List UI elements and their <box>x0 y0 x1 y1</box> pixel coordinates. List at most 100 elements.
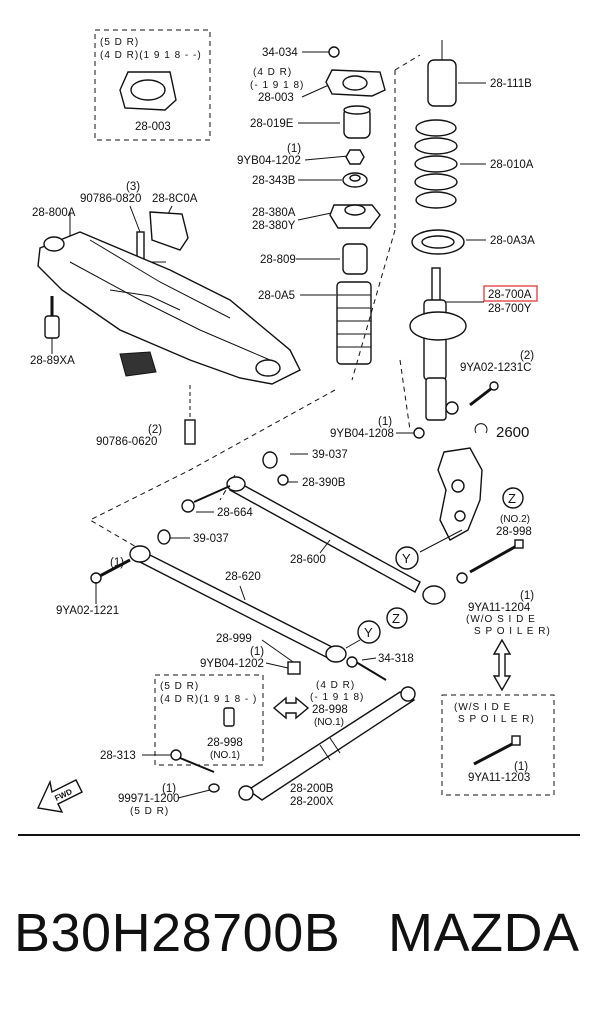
callout-z-letter: Z <box>392 611 400 626</box>
bolt-part <box>456 539 524 584</box>
label-99971-1200: 99971-1200 <box>118 793 179 805</box>
label-spoiler: S P O I L E R) <box>474 626 551 637</box>
inset-box-5dr <box>154 674 264 766</box>
label-28-019e: 28-019E <box>250 118 294 130</box>
callout-y-letter: Y <box>402 551 411 566</box>
bolt-part <box>90 558 131 584</box>
callout-z-letter: Z <box>508 491 516 506</box>
inset-box-w-side <box>441 694 555 796</box>
nut-part <box>287 661 301 675</box>
inset-label-5dr: (5 D R) <box>100 37 139 48</box>
coil-spring-part <box>414 119 458 209</box>
nut-part <box>328 46 340 58</box>
label-28-800a: 28-800A <box>32 207 76 219</box>
label-28-998: 28-998 <box>312 704 348 716</box>
label-no1: (NO.1) <box>210 750 240 761</box>
callout-y: Y <box>357 620 381 644</box>
nut-part <box>345 149 365 165</box>
bolt-part <box>181 485 231 513</box>
label-39-037: 39-037 <box>193 533 229 545</box>
label-qty-1: (1) <box>250 646 264 658</box>
bolt-part <box>223 707 235 727</box>
callout-y-letter: Y <box>364 625 373 640</box>
label-5dr: (5 D R) <box>130 806 169 817</box>
dust-boot-part <box>336 281 372 365</box>
callout-z: Z <box>386 607 408 629</box>
label-28-003: 28-003 <box>258 92 294 104</box>
label-28-313: 28-313 <box>100 750 136 762</box>
label-90786-0620: 90786-0620 <box>96 436 157 448</box>
label-1918: (- 1 9 1 8) <box>310 692 364 703</box>
label-28-700y: 28-700Y <box>488 303 532 315</box>
label-90786-0820: 90786-0820 <box>80 193 141 205</box>
double-arrow-icon <box>272 696 310 720</box>
trailing-link-part <box>238 686 416 801</box>
label-qty-2: (2) <box>520 350 534 362</box>
nut-part <box>413 427 425 439</box>
lateral-link-lower-part <box>129 545 347 663</box>
lateral-link-upper-part <box>226 476 446 605</box>
label-28-600: 28-600 <box>290 554 326 566</box>
washer-part <box>262 451 278 469</box>
parts-diagram: (5 D R) (4 D R)(1 9 1 8 - -) 28-003 34-0… <box>18 29 580 836</box>
bracket-part <box>149 211 189 251</box>
label-qty-3: (3) <box>126 181 140 193</box>
label-4dr: (4 D R) <box>253 67 292 78</box>
label-no1: (NO.1) <box>314 717 344 728</box>
inset-label-4dr: (4 D R)(1 9 1 8 - -) <box>100 50 202 61</box>
label-no2: (NO.2) <box>500 514 530 525</box>
label-9ya11-1204: 9YA11-1204 <box>468 602 531 614</box>
subframe-part <box>37 231 301 385</box>
washer-part <box>342 172 368 188</box>
label-5dr: (5 D R) <box>160 681 199 692</box>
top-mount-part <box>325 69 386 97</box>
label-28-620: 28-620 <box>225 571 261 583</box>
bolt-part <box>469 381 499 407</box>
brand-name: MAZDA <box>388 903 580 963</box>
label-4dr-1918: (4 D R)(1 9 1 8 - ) <box>160 694 257 705</box>
bolt-part <box>170 749 215 773</box>
bump-stop-part <box>342 243 368 275</box>
label-28-999: 28-999 <box>216 633 252 645</box>
label-spoiler: S P O I L E R) <box>458 714 535 725</box>
washer-part <box>157 529 171 545</box>
label-28-998: 28-998 <box>207 737 243 749</box>
label-28-8c0a: 28-8C0A <box>152 193 198 205</box>
label-28-0a5: 28-0A5 <box>258 290 295 302</box>
label-28-200b: 28-200B <box>290 783 334 795</box>
mount-plate-part <box>119 71 177 111</box>
label-28-998: 28-998 <box>496 526 532 538</box>
label-28-010a: 28-010A <box>490 159 534 171</box>
label-9yb04-1208: 9YB04-1208 <box>330 428 394 440</box>
label-9ya02-1221: 9YA02-1221 <box>56 605 119 617</box>
inset-part-label: 28-003 <box>135 121 171 133</box>
label-qty-1: (1) <box>287 143 301 155</box>
label-9yb04-1202: 9YB04-1202 <box>200 658 264 670</box>
strut-mount-part <box>329 204 381 229</box>
label-28-200x: 28-200X <box>290 796 334 808</box>
part-number: B30H28700B <box>14 903 341 963</box>
label-qty-1: (1) <box>514 761 528 773</box>
bolt-part <box>184 419 196 445</box>
double-arrow-icon <box>492 638 512 692</box>
label-39-037: 39-037 <box>312 449 348 461</box>
callout-y: Y <box>395 546 419 570</box>
washer-part <box>208 783 220 793</box>
bump-stop-top-part <box>427 40 457 107</box>
nut-part <box>277 474 289 486</box>
shock-absorber-part <box>409 267 467 421</box>
label-2600: 2600 <box>496 424 529 441</box>
label-qty-1: (1) <box>378 416 392 428</box>
bolt-part <box>346 656 387 681</box>
label-28-0a3a: 28-0A3A <box>490 235 535 247</box>
label-9ya11-1203: 9YA11-1203 <box>468 772 530 784</box>
label-wo-side: (W/O S I D E <box>466 614 536 625</box>
label-4dr: (4 D R) <box>316 680 355 691</box>
label-9yb04-1202: 9YB04-1202 <box>237 155 301 167</box>
caption: B30H28700B MAZDA <box>0 898 600 968</box>
label-28-380a: 28-380A <box>252 207 296 219</box>
fwd-arrow-icon: FWD <box>36 779 83 813</box>
label-34-034: 34-034 <box>262 47 298 59</box>
label-28-809: 28-809 <box>260 254 296 266</box>
callout-z: Z <box>502 487 524 509</box>
